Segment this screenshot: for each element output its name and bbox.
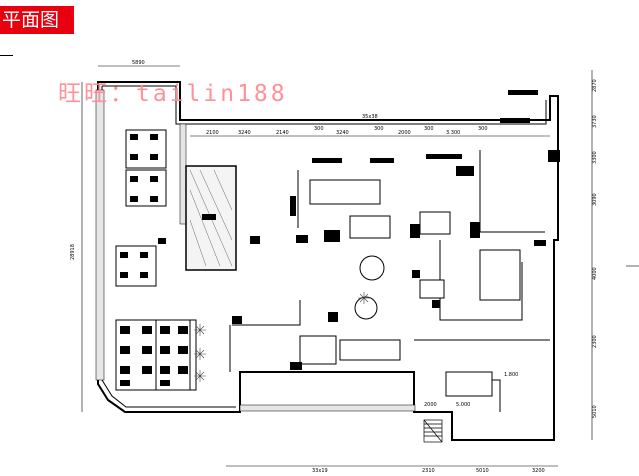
bar-counter (185, 165, 237, 271)
divider (0, 55, 13, 56)
dim-seg-5: 3240 (336, 130, 349, 136)
dim-seg-1: 2100 (206, 130, 219, 136)
dim-bottom-3: 5010 (476, 468, 489, 474)
dim-seg-2: 3240 (238, 130, 251, 136)
chairs-left (120, 134, 188, 386)
watermark-text: 旺旺：tailin188 (58, 81, 288, 107)
dim-upper: 35x38 (362, 114, 378, 120)
wall-hatching (95, 89, 416, 412)
page-title: 平面图 (0, 6, 74, 34)
dim-right-4: 3090 (592, 193, 598, 206)
dim-right-1: 2870 (592, 79, 598, 92)
dim-inner-1: 2000 (424, 402, 437, 408)
central-chairs (158, 90, 560, 370)
dim-right-7: 5010 (592, 405, 598, 418)
dim-seg-10: 300 (478, 126, 488, 132)
dimension-lines (81, 65, 639, 467)
dim-inner-2: 1.800 (504, 372, 518, 378)
dim-overall: 5890 (132, 60, 145, 66)
dim-bottom-4: 3200 (532, 468, 545, 474)
stairs (423, 419, 443, 443)
dim-seg-8: 300 (424, 126, 434, 132)
dim-left: 28918 (70, 244, 76, 260)
dim-seg-3: 2140 (276, 130, 289, 136)
plant-icons (194, 292, 370, 382)
dim-right-5: 4000 (592, 267, 598, 280)
dim-right-6: 2300 (592, 335, 598, 348)
dim-right-2: 3730 (592, 115, 598, 128)
dim-bottom-1: 33x19 (312, 468, 328, 474)
dim-seg-7: 2000 (398, 130, 411, 136)
dim-bottom-2: 2310 (422, 468, 435, 474)
dim-inner-3: 5.000 (456, 402, 470, 408)
dim-right-3: 3300 (592, 151, 598, 164)
central-tables (299, 179, 521, 397)
dim-seg-9: 3.300 (446, 130, 460, 136)
dim-seg-4: 300 (314, 126, 324, 132)
dim-seg-6: 300 (374, 126, 384, 132)
